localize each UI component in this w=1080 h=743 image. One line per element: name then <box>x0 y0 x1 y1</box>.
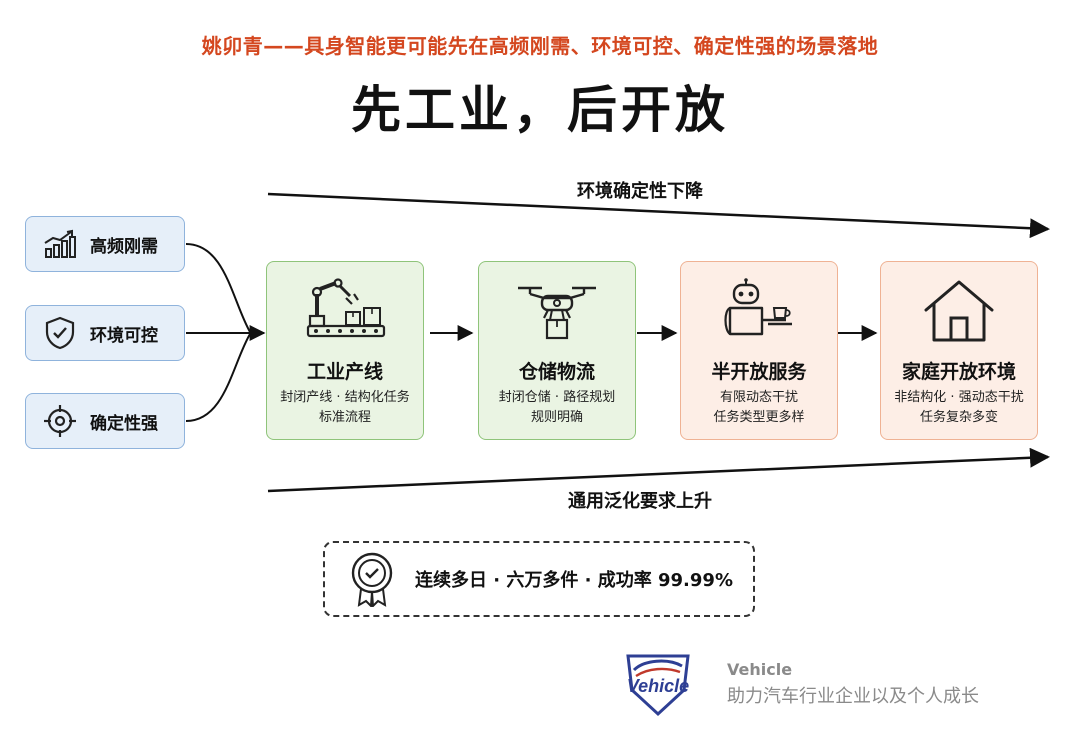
vehicle-logo: Vehicle <box>620 648 696 718</box>
stage-industrial: 工业产线 封闭产线 · 结构化任务 标准流程 <box>266 261 424 440</box>
stage-desc-line: 规则明确 <box>530 410 583 425</box>
condition-connector-1 <box>185 243 251 333</box>
stage-warehouse: 仓储物流 封闭仓储 · 路径规划 规则明确 <box>478 261 636 440</box>
robot-arm-icon <box>267 278 423 348</box>
condition-box-controllable: 环境可控 <box>25 305 185 361</box>
service-robot-icon <box>681 278 837 348</box>
stage-description: 非结构化 · 强动态干扰 任务复杂多变 <box>881 388 1037 428</box>
bar-chart-icon <box>40 224 80 264</box>
stage-desc-line: 标准流程 <box>318 410 371 425</box>
stage-home-open-env: 家庭开放环境 非结构化 · 强动态干扰 任务复杂多变 <box>880 261 1038 440</box>
stage-desc-line: 封闭产线 · 结构化任务 <box>280 390 410 405</box>
stage-desc-line: 有限动态干扰 <box>719 390 798 405</box>
generalization-arrow <box>267 447 1050 493</box>
stage-desc-line: 任务类型更多样 <box>713 410 805 425</box>
logo-text: Vehicle <box>627 676 689 696</box>
subtitle: 姚卯青——具身智能更可能先在高频刚需、环境可控、确定性强的场景落地 <box>201 34 879 58</box>
stage-desc-line: 封闭仓储 · 路径规划 <box>498 390 616 405</box>
stage-description: 封闭仓储 · 路径规划 规则明确 <box>479 388 635 428</box>
stage-name: 仓储物流 <box>518 361 595 383</box>
page-title: 先工业，后开放 <box>351 81 729 139</box>
footer-tagline: 助力汽车行业企业以及个人成长 <box>727 686 979 707</box>
condition-label: 确定性强 <box>90 413 158 434</box>
stage-semi-open-service: 半开放服务 有限动态干扰 任务类型更多样 <box>680 261 838 440</box>
top-arrow-label: 环境确定性下降 <box>577 181 703 202</box>
stage-description: 有限动态干扰 任务类型更多样 <box>681 388 837 428</box>
stage-description: 封闭产线 · 结构化任务 标准流程 <box>267 388 423 428</box>
shield-check-icon <box>40 313 80 353</box>
condition-label: 环境可控 <box>90 325 158 346</box>
condition-box-frequency: 高频刚需 <box>25 216 185 272</box>
stage-name: 家庭开放环境 <box>901 361 1016 383</box>
house-icon <box>881 278 1037 348</box>
drone-icon <box>479 278 635 348</box>
footer-brand: Vehicle <box>727 660 793 679</box>
stage-name: 半开放服务 <box>711 361 807 383</box>
award-badge-icon <box>347 551 397 609</box>
stage-desc-line: 任务复杂多变 <box>919 410 998 425</box>
condition-box-certainty: 确定性强 <box>25 393 185 449</box>
stage-name: 工业产线 <box>306 361 383 383</box>
target-icon <box>40 401 80 441</box>
result-highlight-box: 连续多日 · 六万多件 · 成功率 99.99% <box>323 541 755 617</box>
condition-label: 高频刚需 <box>90 236 158 257</box>
condition-connector-3 <box>185 333 251 422</box>
result-text: 连续多日 · 六万多件 · 成功率 99.99% <box>415 570 733 591</box>
stage-desc-line: 非结构化 · 强动态干扰 <box>894 390 1024 405</box>
bottom-arrow-label: 通用泛化要求上升 <box>568 491 712 512</box>
env-certainty-arrow <box>267 192 1050 239</box>
